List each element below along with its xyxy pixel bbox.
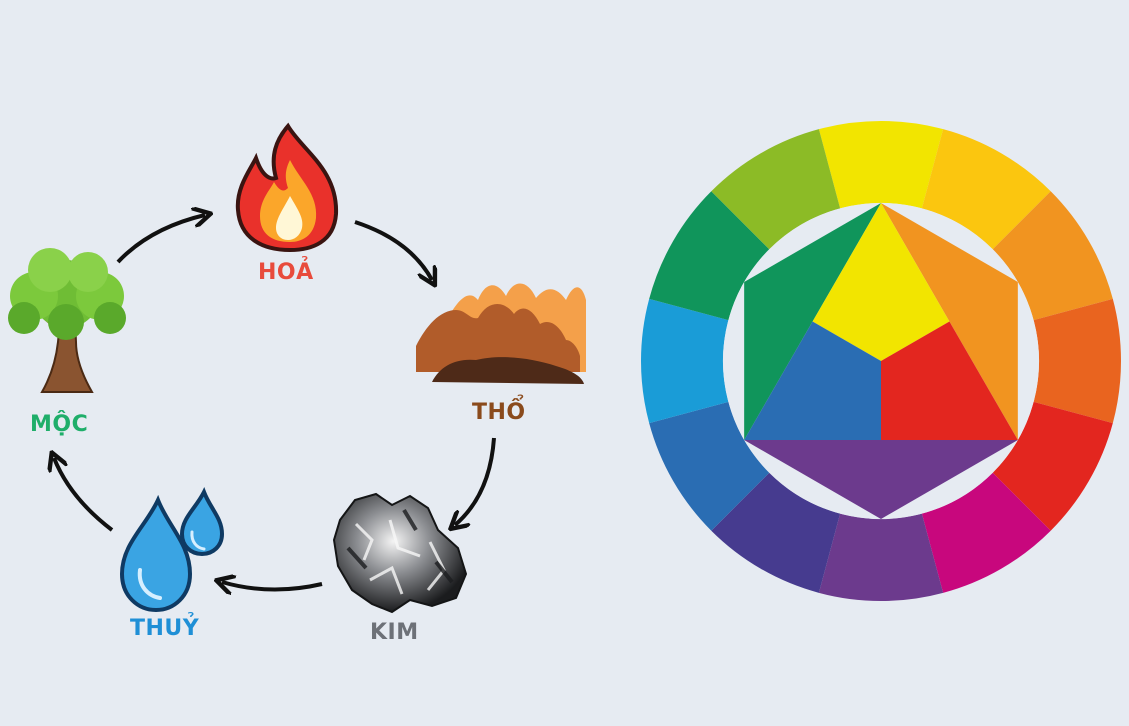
wheel-segment-10: [641, 298, 729, 424]
wheel-segment-4: [1033, 298, 1121, 424]
arrow-thuy-to-moc: [54, 458, 114, 532]
arrow-tho-to-kim: [455, 437, 496, 525]
tree-icon: [8, 248, 126, 393]
triangle-red: [881, 321, 1018, 440]
wheel-segment-9: [649, 401, 770, 531]
label-tho: THỔ: [472, 400, 526, 425]
wheel-segment-2: [921, 129, 1051, 250]
water-drops-icon: [119, 487, 225, 613]
wheel-segment-7: [818, 513, 944, 601]
color-wheel: [641, 120, 1121, 601]
label-hoa: HOẢ: [258, 260, 314, 285]
wheel-segment-1: [818, 120, 944, 209]
hexagon-point-purple: [744, 440, 1018, 519]
label-thuy: THUỶ: [130, 616, 200, 641]
wheel-segment-12: [711, 129, 841, 250]
triangle-blue: [744, 321, 881, 440]
label-kim: KIM: [370, 620, 419, 645]
fire-icon: [235, 122, 339, 253]
mountain-icon: [416, 283, 586, 384]
wheel-segment-8: [711, 472, 841, 593]
label-moc: MỘC: [30, 412, 89, 437]
triangle-yellow: [812, 203, 950, 361]
arrow-hoa-to-tho: [354, 220, 432, 280]
wheel-segment-5: [992, 401, 1113, 531]
wheel-segment-6: [921, 472, 1051, 593]
wheel-segment-3: [992, 191, 1113, 321]
wheel-segment-11: [649, 191, 770, 321]
arrow-kim-to-thuy: [222, 582, 323, 590]
metal-icon: [332, 492, 468, 614]
arrow-moc-to-hoa: [116, 215, 205, 264]
